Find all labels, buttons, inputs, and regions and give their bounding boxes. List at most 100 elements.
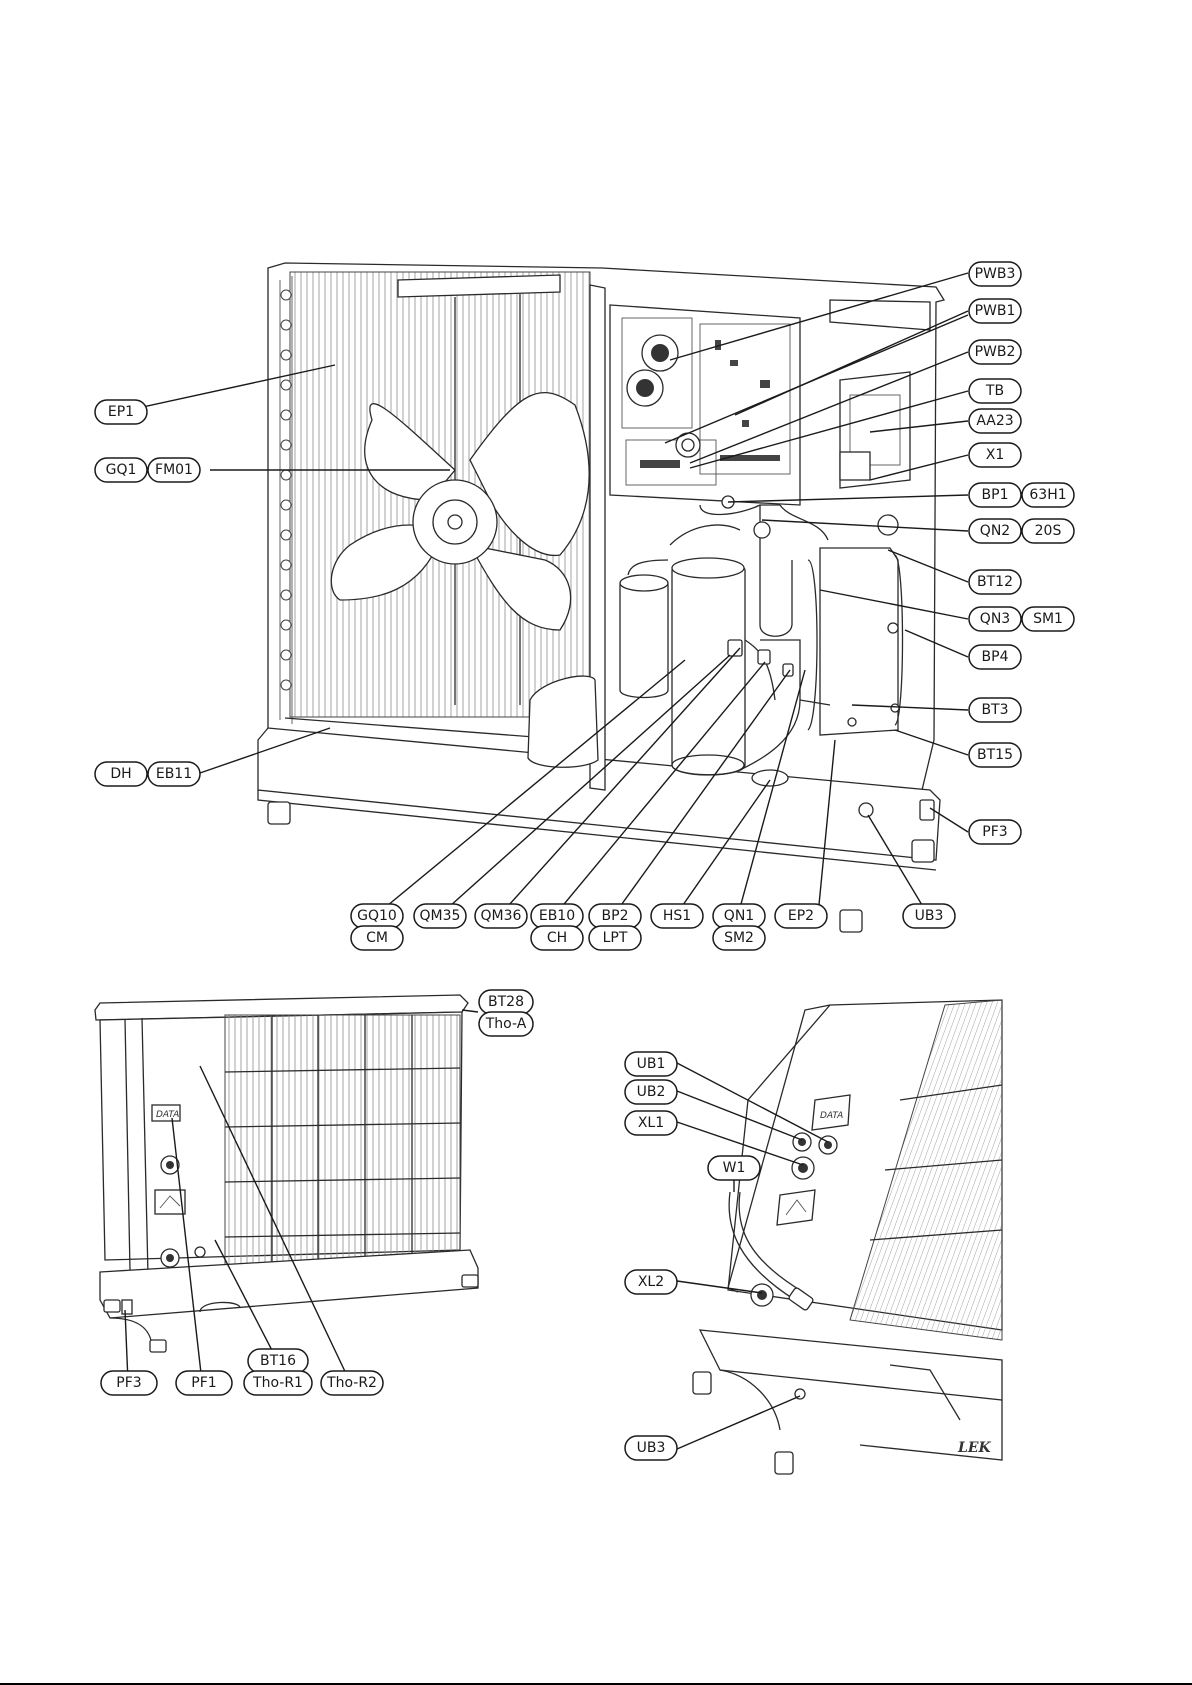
label-tho-a: Tho-A xyxy=(479,1012,533,1036)
label-w1: W1 xyxy=(708,1156,760,1180)
label-63h1: 63H1 xyxy=(1022,483,1074,507)
label-qn2: QN2 xyxy=(969,519,1021,543)
svg-text:Tho-R2: Tho-R2 xyxy=(326,1375,377,1391)
svg-text:SM1: SM1 xyxy=(1033,611,1063,627)
svg-text:FM01: FM01 xyxy=(155,462,193,478)
label-pwb1: PWB1 xyxy=(969,299,1021,323)
label-dh: DH xyxy=(95,762,147,786)
svg-text:PF3: PF3 xyxy=(116,1375,141,1391)
label-bp1: BP1 xyxy=(969,483,1021,507)
label-ub2: UB2 xyxy=(625,1080,677,1104)
svg-text:BT16: BT16 xyxy=(260,1353,296,1369)
svg-text:CH: CH xyxy=(547,930,567,946)
label-pwb3: PWB3 xyxy=(969,262,1021,286)
label-qm36: QM36 xyxy=(475,904,527,928)
label-xl1: XL1 xyxy=(625,1111,677,1135)
svg-text:BP1: BP1 xyxy=(982,487,1009,503)
data-plate-closeup: DATA xyxy=(820,1111,843,1121)
svg-text:QN2: QN2 xyxy=(980,523,1010,539)
svg-text:BP2: BP2 xyxy=(602,908,629,924)
label-qn3: QN3 xyxy=(969,607,1021,631)
svg-text:AA23: AA23 xyxy=(976,413,1013,429)
label-ub1: UB1 xyxy=(625,1052,677,1076)
label-lpt: LPT xyxy=(589,926,641,950)
svg-text:BP4: BP4 xyxy=(982,649,1009,665)
label-fm01: FM01 xyxy=(148,458,200,482)
label-bp4: BP4 xyxy=(969,645,1021,669)
svg-text:GQ1: GQ1 xyxy=(106,462,137,478)
label-ub3-main: UB3 xyxy=(903,904,955,928)
svg-text:PWB3: PWB3 xyxy=(975,266,1016,282)
label-bt16: BT16 xyxy=(248,1349,308,1373)
svg-text:QN1: QN1 xyxy=(724,908,754,924)
svg-text:HS1: HS1 xyxy=(663,908,691,924)
label-eb10: EB10 xyxy=(531,904,583,928)
svg-text:EB10: EB10 xyxy=(539,908,575,924)
label-bt3: BT3 xyxy=(969,698,1021,722)
svg-text:BT15: BT15 xyxy=(977,747,1013,763)
svg-text:XL1: XL1 xyxy=(638,1115,664,1131)
svg-text:EP1: EP1 xyxy=(108,404,134,420)
label-pf3-rear: PF3 xyxy=(101,1371,157,1395)
svg-text:Tho-A: Tho-A xyxy=(485,1016,527,1032)
svg-text:EB11: EB11 xyxy=(156,766,192,782)
svg-text:PF3: PF3 xyxy=(982,824,1007,840)
main-unit-drawing xyxy=(258,263,944,932)
svg-text:QN3: QN3 xyxy=(980,611,1010,627)
svg-text:BT3: BT3 xyxy=(981,702,1008,718)
svg-text:EP2: EP2 xyxy=(788,908,814,924)
label-bt28: BT28 xyxy=(479,990,533,1014)
svg-text:PWB2: PWB2 xyxy=(975,344,1016,360)
label-bt12: BT12 xyxy=(969,570,1021,594)
label-ch: CH xyxy=(531,926,583,950)
label-cm: CM xyxy=(351,926,403,950)
svg-text:XL2: XL2 xyxy=(638,1274,664,1290)
label-ep1: EP1 xyxy=(95,400,147,424)
svg-text:X1: X1 xyxy=(986,447,1005,463)
label-pf1: PF1 xyxy=(176,1371,232,1395)
label-xl2: XL2 xyxy=(625,1270,677,1294)
label-tho-r2: Tho-R2 xyxy=(321,1371,383,1395)
rear-unit-drawing: DATA xyxy=(95,995,478,1352)
svg-text:QM36: QM36 xyxy=(481,908,522,924)
label-bt15: BT15 xyxy=(969,743,1021,767)
svg-text:CM: CM xyxy=(366,930,388,946)
svg-text:UB3: UB3 xyxy=(637,1440,666,1456)
svg-text:UB3: UB3 xyxy=(915,908,944,924)
brand-logo: LEK xyxy=(957,1440,992,1456)
label-ub3-closeup: UB3 xyxy=(625,1436,677,1460)
label-ep2: EP2 xyxy=(775,904,827,928)
svg-text:TB: TB xyxy=(985,383,1004,399)
label-pf3-main: PF3 xyxy=(969,820,1021,844)
label-gq10: GQ10 xyxy=(351,904,403,928)
svg-text:LPT: LPT xyxy=(603,930,628,946)
svg-text:UB2: UB2 xyxy=(637,1084,666,1100)
label-sm1: SM1 xyxy=(1022,607,1074,631)
svg-text:PWB1: PWB1 xyxy=(975,303,1016,319)
svg-text:DH: DH xyxy=(110,766,131,782)
svg-text:SM2: SM2 xyxy=(724,930,754,946)
label-aa23: AA23 xyxy=(969,409,1021,433)
label-tb: TB xyxy=(969,379,1021,403)
label-tho-r1: Tho-R1 xyxy=(244,1371,312,1395)
label-gq1: GQ1 xyxy=(95,458,147,482)
svg-text:Tho-R1: Tho-R1 xyxy=(252,1375,303,1391)
svg-text:UB1: UB1 xyxy=(637,1056,666,1072)
svg-text:GQ10: GQ10 xyxy=(357,908,397,924)
label-20s: 20S xyxy=(1022,519,1074,543)
connection-closeup-drawing: DATA LEK xyxy=(693,1000,1002,1474)
svg-text:63H1: 63H1 xyxy=(1029,487,1066,503)
label-pwb2: PWB2 xyxy=(969,340,1021,364)
svg-text:W1: W1 xyxy=(723,1160,746,1176)
label-eb11: EB11 xyxy=(148,762,200,786)
label-x1: X1 xyxy=(969,443,1021,467)
data-plate-rear: DATA xyxy=(156,1110,179,1120)
label-hs1: HS1 xyxy=(651,904,703,928)
label-qn1: QN1 xyxy=(713,904,765,928)
svg-text:BT12: BT12 xyxy=(977,574,1013,590)
label-sm2: SM2 xyxy=(713,926,765,950)
svg-text:BT28: BT28 xyxy=(488,994,524,1010)
svg-text:20S: 20S xyxy=(1035,523,1062,539)
label-bp2: BP2 xyxy=(589,904,641,928)
